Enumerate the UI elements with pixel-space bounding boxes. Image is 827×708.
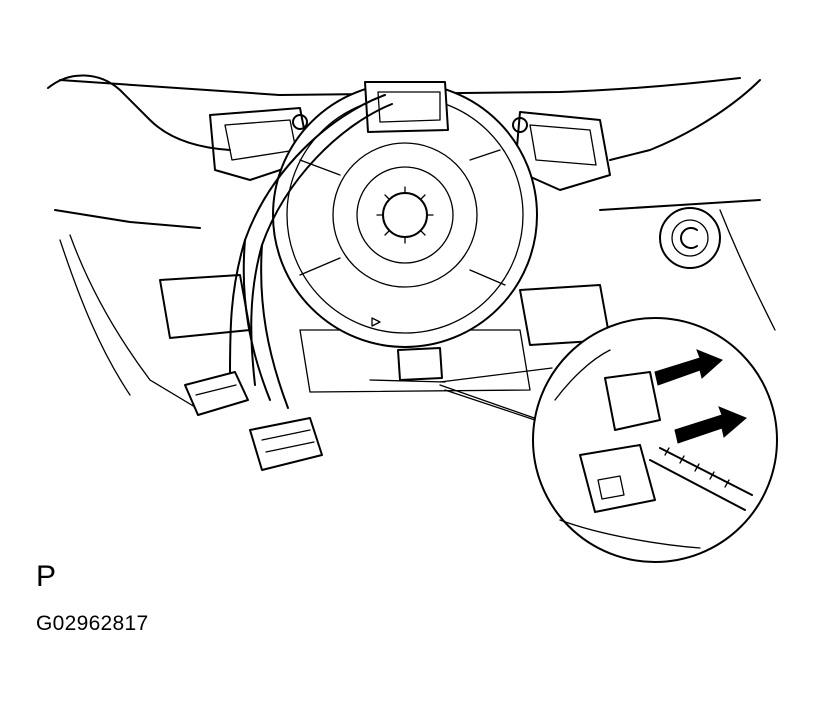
lower-connector — [369, 347, 541, 421]
pull-direction-arrows — [654, 349, 747, 444]
view-letter: P — [36, 560, 57, 593]
wire-harness — [229, 94, 393, 409]
arrow-icon — [674, 406, 747, 444]
detail-magnifier — [439, 317, 778, 563]
airbag-connector — [184, 371, 323, 471]
mounting-boss — [659, 207, 721, 269]
spiral-cable — [272, 81, 538, 348]
figure-code: G02962817 — [36, 612, 149, 635]
column-cover-outline — [47, 74, 776, 411]
detail-connector-lower — [579, 444, 656, 513]
arrow-icon — [654, 349, 723, 386]
hub-spline — [376, 186, 434, 244]
detail-connector-upper — [604, 371, 661, 431]
